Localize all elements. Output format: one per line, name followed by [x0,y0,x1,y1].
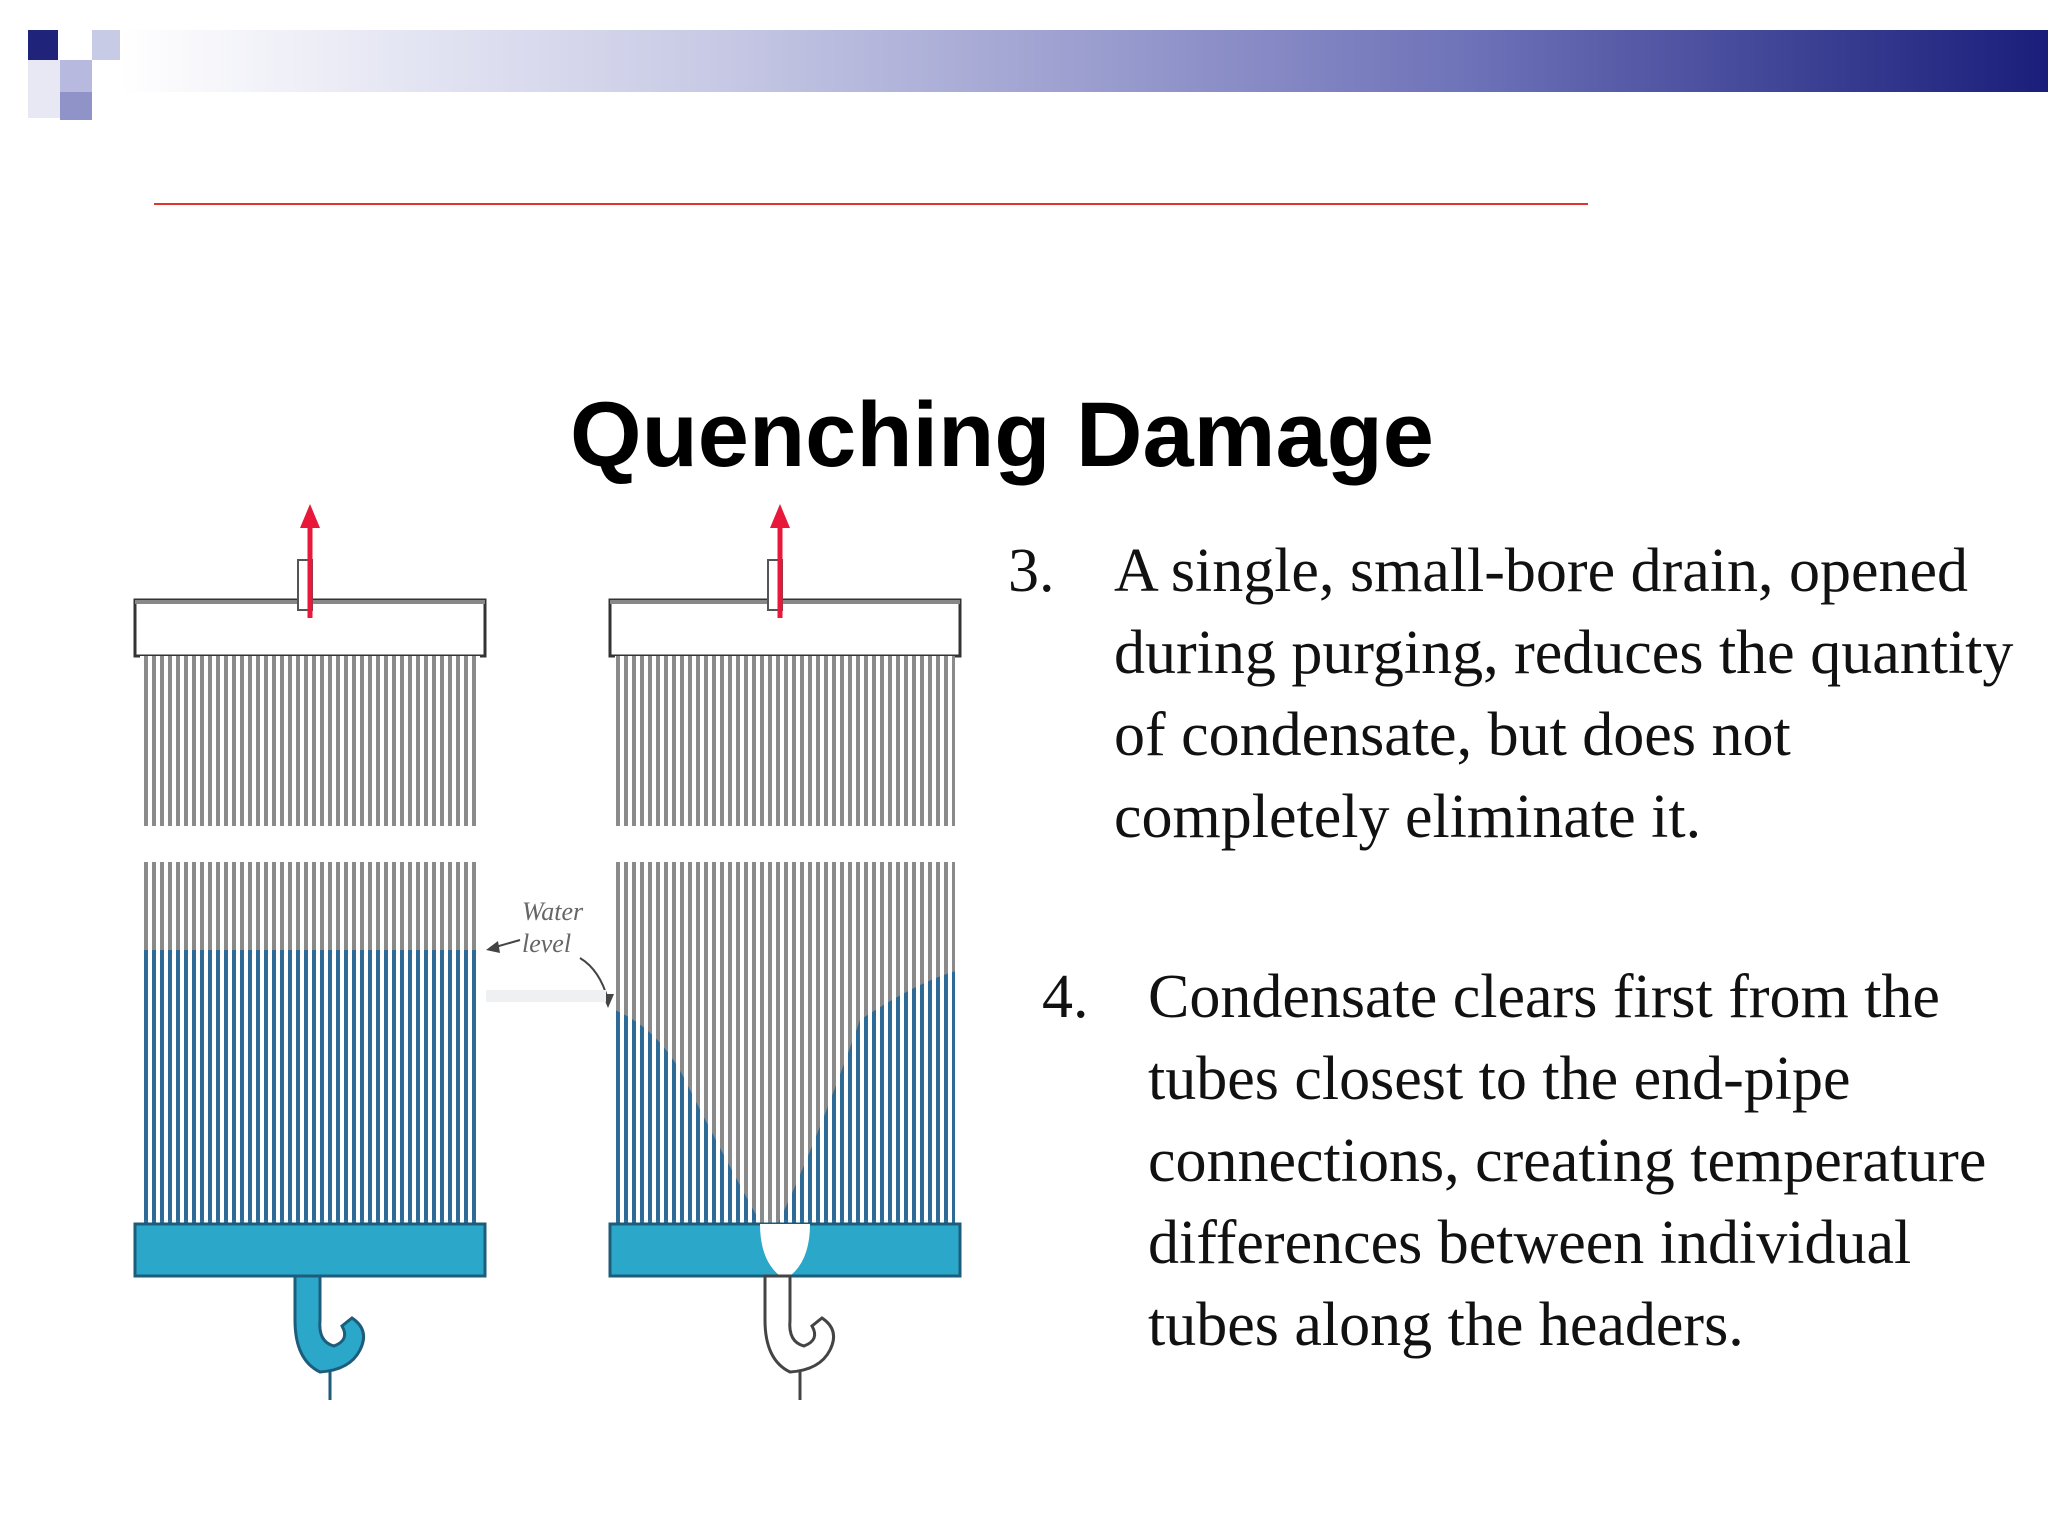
corner-square-light [92,30,122,60]
right-drain-pipe [763,1274,836,1374]
water-level-label: Water [522,897,584,926]
header-gradient-bar [120,30,2048,92]
title-rule [154,203,1588,205]
item-number: 3. [1008,537,1055,605]
header-drain-diagram: Water level [133,504,962,1400]
slide-title: Quenching Damage [570,383,1434,486]
left-drain-pipe [293,1274,366,1374]
corner-square-light [60,60,92,92]
left-lower-tubes-wet [140,950,480,1224]
corner-square-mid [60,92,92,120]
left-bottom-header [133,1222,487,1278]
right-drain-cleared [760,1224,810,1276]
item-number: 4. [1042,963,1089,1031]
right-header-assembly [608,504,962,1400]
corner-square-pale [28,60,60,118]
svg-text:level: level [522,929,571,958]
item-text: Condensate clears first from the tubes c… [1148,963,1987,1359]
right-top-header [608,598,962,658]
item-text: A single, small-bore drain, opened durin… [1114,537,2014,851]
corner-square-dark [28,30,58,60]
left-upper-tubes [140,656,480,826]
right-upper-tubes [615,656,955,826]
left-lower-tubes-dry [140,862,480,950]
left-header-assembly [133,504,487,1400]
water-level-annotation: Water level [486,897,614,1008]
